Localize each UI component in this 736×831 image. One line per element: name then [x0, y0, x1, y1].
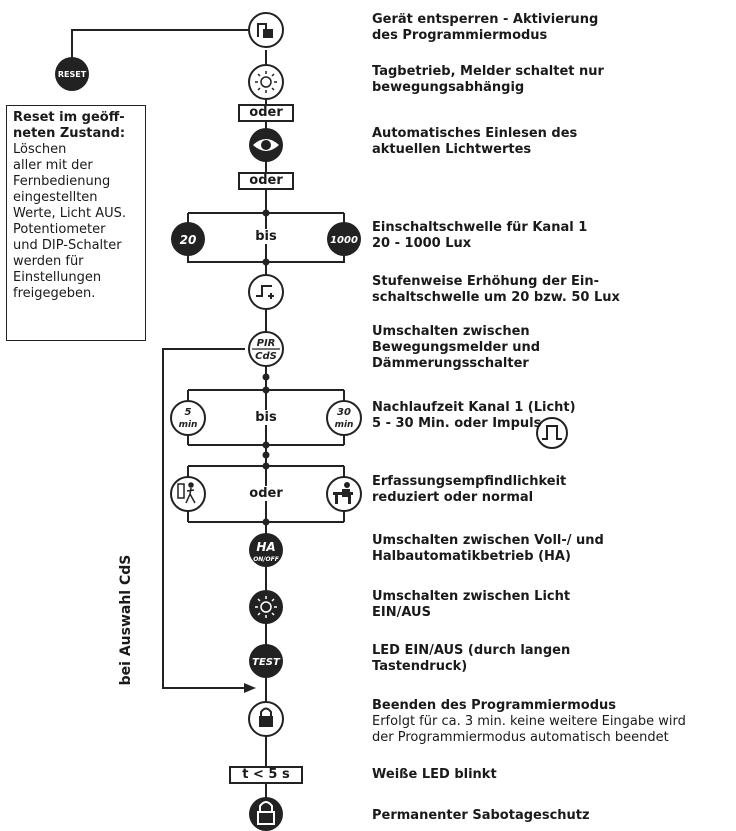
svg-text:min: min [335, 420, 354, 430]
read-light-button[interactable] [249, 128, 283, 162]
ha-toggle-button[interactable]: HA ON/OFF [249, 533, 283, 567]
oder-label-1: oder [238, 104, 294, 122]
reset-info-line: Potentiometer [13, 222, 106, 237]
svg-text:min: min [179, 420, 198, 430]
step-plus-icon [256, 285, 274, 299]
reset-info-box: Reset im geöff- neten Zustand: Löschen a… [6, 105, 146, 341]
svg-text:30: 30 [337, 407, 351, 418]
reset-info-line: und DIP-Schalter [13, 238, 122, 253]
svg-text:HA: HA [256, 540, 275, 554]
oder-label-3: oder [240, 486, 292, 501]
lock-icon [259, 707, 273, 727]
reset-info-line: freigegeben. [13, 286, 96, 301]
svg-text:PIR: PIR [257, 338, 276, 349]
svg-text:TEST: TEST [252, 657, 281, 668]
normal-sensitivity-button[interactable] [326, 476, 362, 512]
sabotage-protection-button[interactable] [249, 797, 283, 831]
day-mode-button[interactable] [248, 64, 284, 100]
reset-button[interactable]: RESET [55, 57, 89, 91]
reset-info-line: Löschen [13, 142, 67, 157]
time-30min-button[interactable]: 30 min [326, 400, 362, 436]
svg-text:1000: 1000 [330, 235, 358, 246]
reset-info-line: eingestellten [13, 190, 98, 205]
cds-loop-label: bei Auswahl CdS [118, 554, 134, 686]
test-button[interactable]: TEST [249, 644, 283, 678]
unlock-button[interactable] [248, 12, 284, 48]
person-walking-icon [177, 482, 196, 504]
threshold-20-button[interactable]: 20 [171, 222, 205, 256]
timer-label: t < 5 s [229, 766, 303, 784]
lock-button[interactable] [248, 701, 284, 737]
reset-info-line: Einstellungen [13, 270, 102, 285]
eye-icon [253, 139, 279, 151]
svg-text:20: 20 [180, 233, 197, 247]
bis-label-1: bis [240, 229, 292, 244]
step-increase-button[interactable] [248, 274, 284, 310]
light-sun-icon [255, 596, 277, 618]
svg-text:5: 5 [185, 407, 192, 418]
oder-label-2: oder [238, 172, 294, 190]
pir-cds-button[interactable]: PIR CdS [248, 331, 284, 367]
cds-loop-arrow [244, 683, 256, 693]
cds-loop-line [162, 348, 245, 689]
step-exit-description: Beenden des Programmiermodus Erfolgt für… [372, 698, 686, 745]
person-at-desk-icon [333, 482, 353, 504]
reset-button-label: RESET [58, 70, 87, 79]
reset-info-heading-1: Reset im geöff- [13, 110, 125, 125]
threshold-1000-button[interactable]: 1000 [327, 222, 361, 256]
step-increase-description: Stufenweise Erhöhung der Ein-schaltschwe… [372, 274, 620, 305]
reset-info-line: Werte, Licht AUS. [13, 206, 127, 221]
sun-icon [255, 71, 277, 93]
reset-info-line: werden für [13, 254, 84, 269]
step-led-blink-description: Weiße LED blinkt [372, 767, 497, 782]
bis-label-2: bis [240, 410, 292, 425]
light-toggle-button[interactable] [249, 590, 283, 624]
reduced-sensitivity-button[interactable] [170, 476, 206, 512]
reset-info-heading-2: neten Zustand: [13, 126, 126, 141]
step-run-time-description: Nachlaufzeit Kanal 1 (Licht)5 - 30 Min. … [372, 400, 576, 431]
svg-text:ON/OFF: ON/OFF [253, 556, 280, 563]
svg-text:CdS: CdS [255, 351, 277, 362]
pulse-icon [536, 417, 568, 449]
padlock-icon [257, 801, 275, 825]
reset-info-line: Fernbedienung [13, 174, 111, 189]
reset-info-line: aller mit der [13, 158, 93, 173]
unlock-icon [257, 23, 267, 37]
step-sabotage-description: Permanenter Sabotageschutz [372, 808, 590, 823]
time-5min-button[interactable]: 5 min [170, 400, 206, 436]
reset-branch-line [71, 29, 250, 58]
